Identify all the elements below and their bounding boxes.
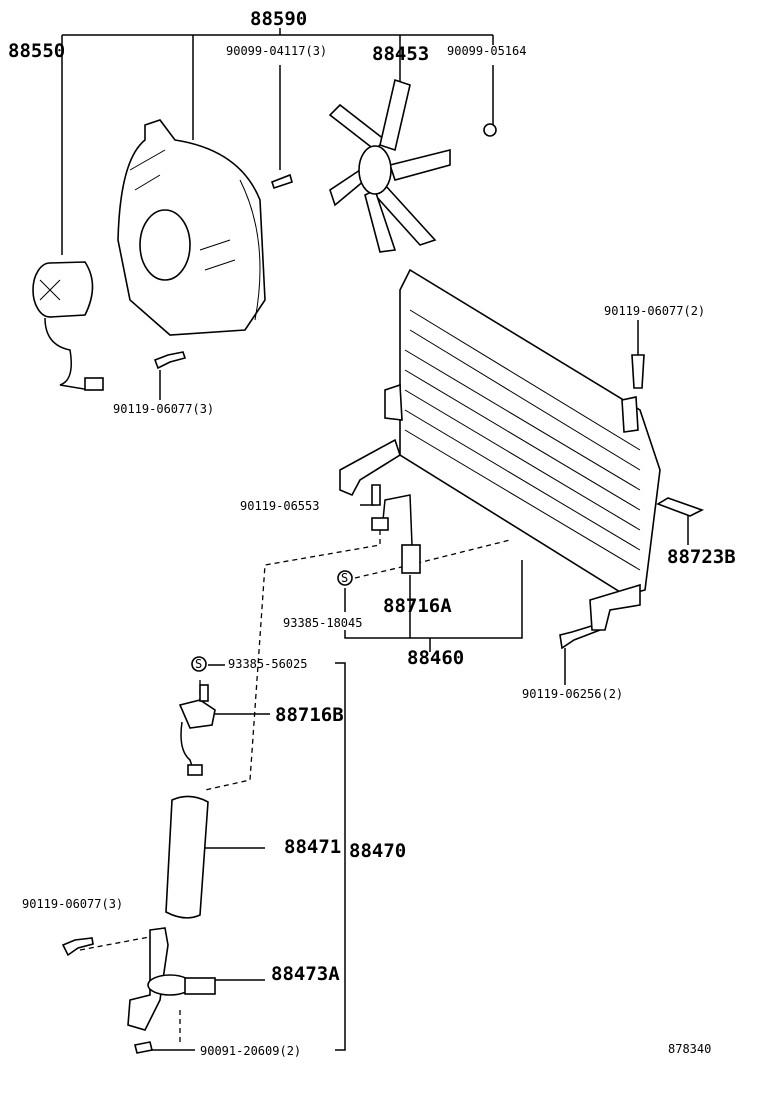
label-88716B: 88716B [275,704,344,726]
fan-motor-drawing [32,261,104,391]
label-88470: 88470 [349,840,406,862]
leader-lines [61,28,689,1051]
label-88460: 88460 [407,647,464,669]
label-88473A: 88473A [271,963,340,985]
label-90119-06077-2: 90119-06077(2) [604,304,705,318]
oring-icons: S S [191,570,353,672]
svg-text:S: S [341,571,348,585]
label-88471: 88471 [284,836,341,858]
label-90091-20609: 90091-20609(2) [200,1044,301,1058]
svg-text:S: S [195,657,202,671]
screw-drawings [61,123,645,1054]
label-88716A: 88716A [383,595,452,617]
label-90119-06077-3b: 90119-06077(3) [22,897,123,911]
label-88723B: 88723B [667,546,736,568]
diagram-id: 878340 [668,1042,711,1056]
fan-shroud-drawing [117,119,266,336]
label-90119-06553: 90119-06553 [240,499,319,513]
label-93385-18045: 93385-18045 [283,616,362,630]
condenser-drawing [339,268,705,631]
receiver-drawing [127,684,216,1031]
label-88590: 88590 [250,8,307,30]
label-90099-05164: 90099-05164 [447,44,526,58]
label-90099-04117: 90099-04117(3) [226,44,327,58]
label-90119-06256: 90119-06256(2) [522,687,623,701]
label-93385-56025: 93385-56025 [228,657,307,671]
label-88550: 88550 [8,40,65,62]
label-90119-06077-3: 90119-06077(3) [113,402,214,416]
fan-drawing [328,78,451,253]
label-88453: 88453 [372,43,429,65]
